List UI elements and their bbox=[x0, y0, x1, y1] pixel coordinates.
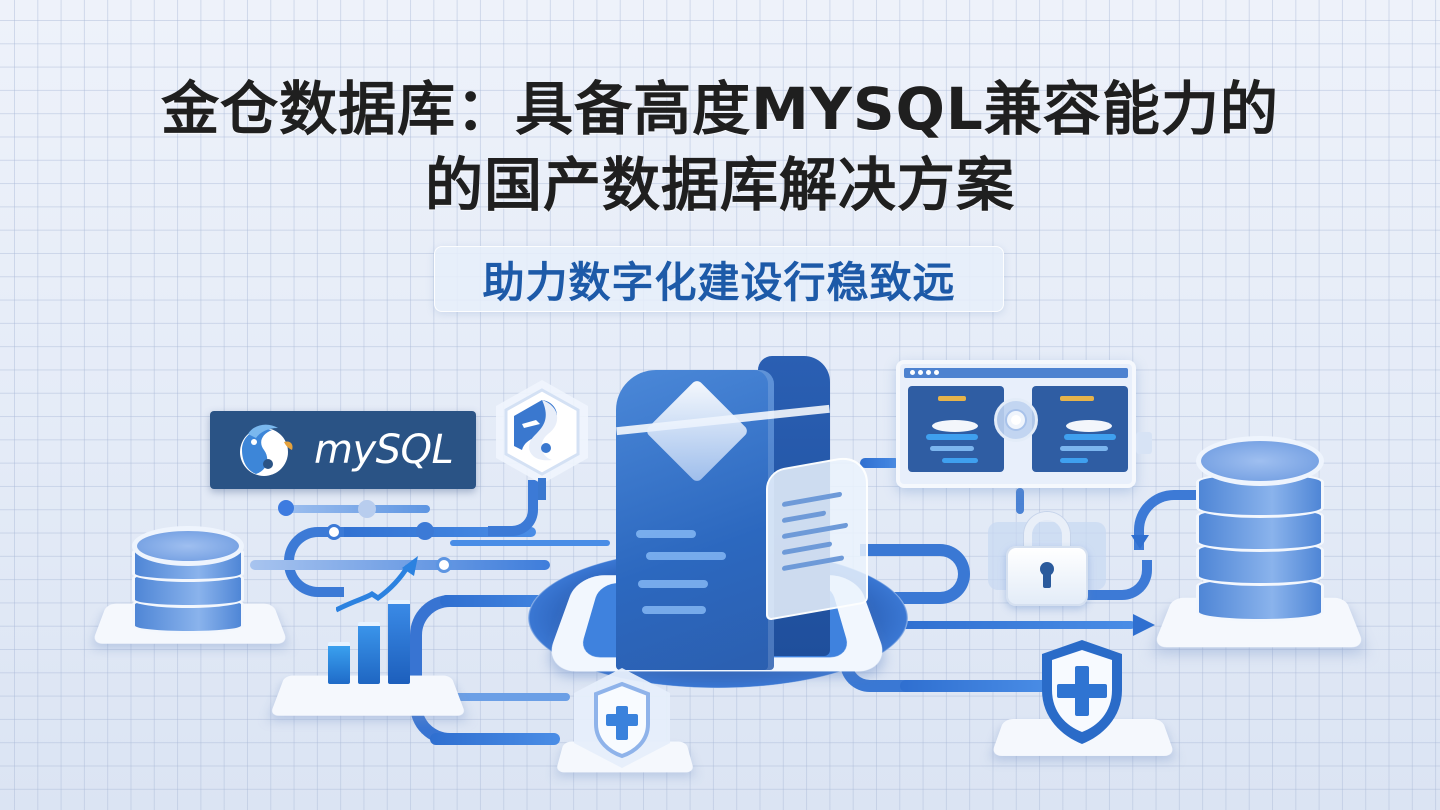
shield-plus-icon bbox=[594, 681, 650, 759]
padlock-shackle bbox=[1024, 512, 1070, 556]
monitor-titlebar bbox=[904, 368, 1128, 378]
monitor-side-connector bbox=[1136, 432, 1152, 454]
flow-line bbox=[450, 540, 610, 546]
subtitle-banner: 助力数字化建设行稳致远 bbox=[434, 246, 1004, 312]
mysql-brand-text: mySQL bbox=[314, 427, 454, 473]
mysql-badge: mySQL bbox=[210, 411, 476, 489]
flow-line-curve bbox=[1082, 560, 1152, 600]
server-indicator bbox=[638, 580, 708, 588]
window-dot bbox=[910, 370, 915, 375]
flow-node bbox=[358, 500, 376, 518]
flow-line bbox=[440, 693, 570, 701]
server-indicator bbox=[636, 530, 696, 538]
source-panel bbox=[908, 386, 1004, 472]
shield-plus-icon bbox=[1042, 640, 1122, 744]
database-cylinder-icon bbox=[1196, 436, 1324, 626]
flow-line-curve bbox=[488, 480, 538, 536]
target-panel bbox=[1032, 386, 1128, 472]
arrow-down-icon bbox=[1131, 535, 1149, 549]
data-sync-monitor-icon bbox=[896, 360, 1136, 488]
flow-line bbox=[280, 505, 430, 513]
padlock-icon bbox=[1006, 546, 1088, 606]
hex-card-stem bbox=[538, 478, 546, 500]
flow-line bbox=[1016, 488, 1024, 514]
database-cylinder-icon bbox=[132, 526, 244, 636]
flow-line bbox=[250, 560, 550, 570]
server-indicator bbox=[642, 606, 706, 614]
window-dot bbox=[918, 370, 923, 375]
arrow-right-icon bbox=[1133, 614, 1155, 636]
window-dot bbox=[934, 370, 939, 375]
flow-line-curve bbox=[1134, 490, 1204, 550]
page-title-line-2: 的国产数据库解决方案 bbox=[424, 151, 1015, 219]
flow-arrow-line bbox=[900, 621, 1135, 629]
server-indicator bbox=[646, 552, 726, 560]
keyhole-slot bbox=[1043, 572, 1051, 588]
flow-node bbox=[326, 524, 342, 540]
flow-node bbox=[278, 500, 294, 516]
flow-node bbox=[416, 522, 434, 540]
flow-line bbox=[430, 733, 560, 745]
subtitle-text: 助力数字化建设行稳致远 bbox=[482, 257, 956, 307]
page-title-line-1: 金仓数据库：具备高度MYSQL兼容能力的 bbox=[161, 75, 1279, 143]
window-dot bbox=[926, 370, 931, 375]
health-shield-right bbox=[1036, 636, 1128, 752]
sync-gear-icon bbox=[994, 398, 1038, 442]
flow-node bbox=[436, 557, 452, 573]
mysql-dolphin-icon bbox=[240, 424, 293, 476]
data-sheet-icon bbox=[766, 453, 868, 621]
dolphin-hex-card bbox=[496, 380, 588, 484]
bar-chart-growth-icon bbox=[316, 556, 426, 690]
health-shield-center bbox=[574, 668, 670, 768]
flow-line bbox=[860, 458, 900, 468]
dolphin-hexagon-icon bbox=[504, 388, 580, 476]
flow-line bbox=[900, 680, 1050, 692]
